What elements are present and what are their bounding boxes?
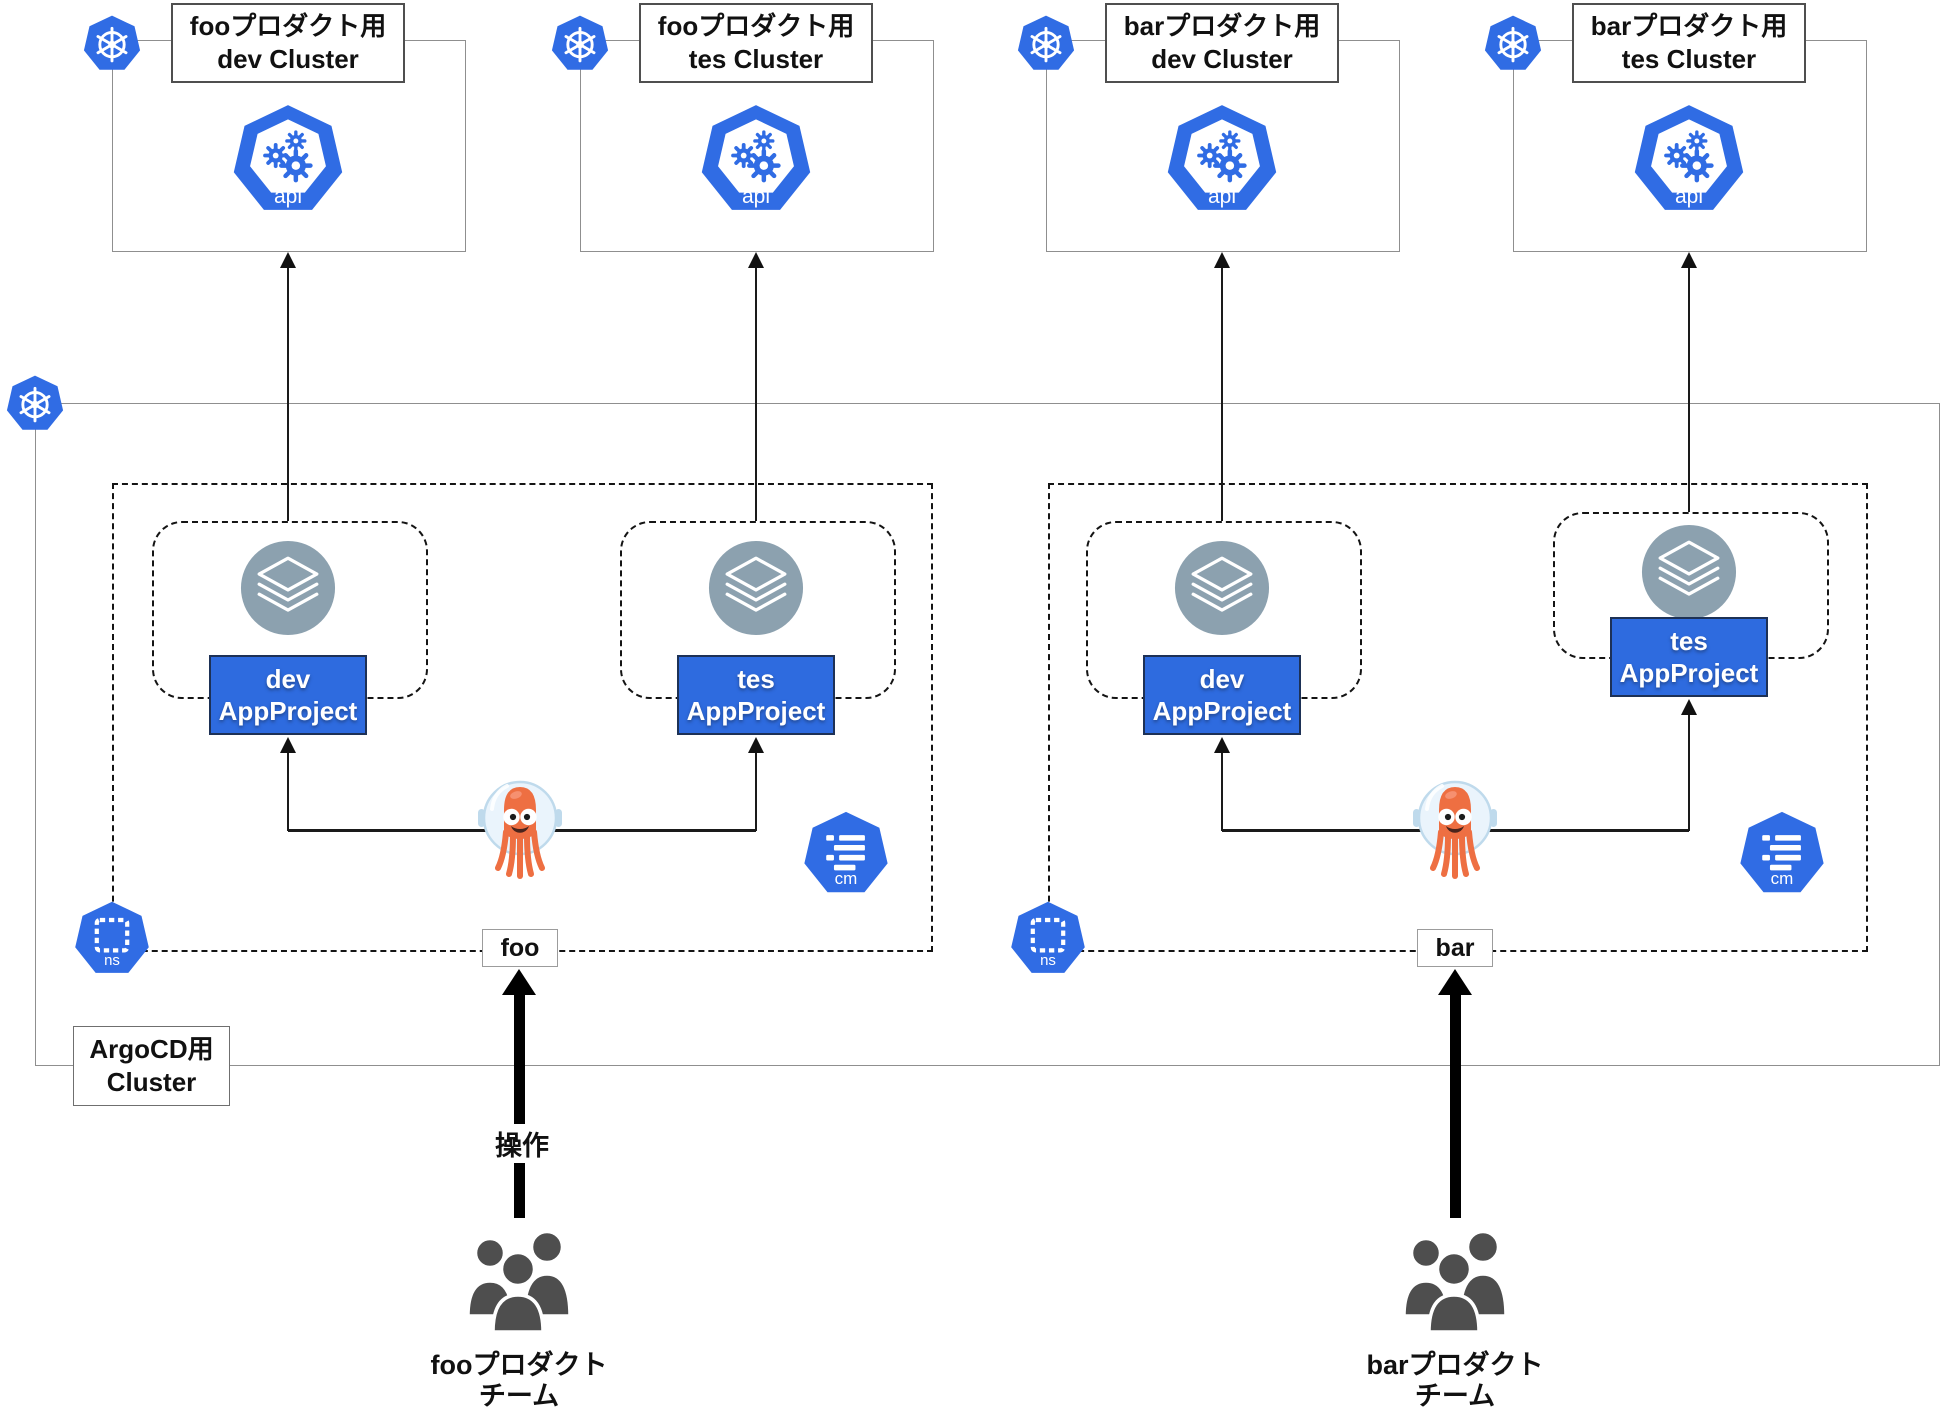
cluster-title-line2: tes Cluster <box>1621 44 1757 74</box>
arrow-line-foo-tes-to-cluster <box>754 266 758 521</box>
appproject-env: dev <box>1199 664 1245 694</box>
appproject-env: tes <box>1670 626 1708 656</box>
cluster-title-foo-dev: fooプロダクト用 dev Cluster <box>171 3 405 83</box>
appproject-kind: AppProject <box>1152 696 1292 726</box>
action-label: 操作 <box>469 1124 575 1163</box>
arrow-line-foo-dev-to-cluster <box>286 266 290 521</box>
team-arrow-line-foo <box>513 993 525 1218</box>
appproject-box-foo-tes: tes AppProject <box>677 655 835 735</box>
appproject-kind: AppProject <box>686 696 826 726</box>
arrow-head-to-foo-tes-appproject <box>748 737 764 753</box>
api-icon-label: api <box>273 185 303 208</box>
cluster-title-line1: fooプロダクト用 <box>189 11 387 41</box>
argocd-cluster-label-line1: ArgoCD用 <box>89 1034 214 1064</box>
appproject-box-bar-dev: dev AppProject <box>1143 655 1301 735</box>
layers-icon <box>1641 524 1737 620</box>
arrow-head-to-bar-tes-appproject <box>1681 699 1697 715</box>
team-label-foo: fooプロダクト チーム <box>369 1350 669 1412</box>
kubernetes-icon <box>1017 15 1075 78</box>
api-icon-label: api <box>1674 185 1704 208</box>
argocd-cluster-label-line2: Cluster <box>106 1067 197 1097</box>
arrow-line-bar-tes-to-cluster <box>1687 266 1691 512</box>
namespace-name-box-foo: foo <box>482 929 558 967</box>
configmap-icon: cm <box>803 811 889 901</box>
team-arrow-line-bar <box>1449 993 1461 1218</box>
cluster-title-foo-tes: fooプロダクト用 tes Cluster <box>639 3 873 83</box>
kubernetes-icon <box>1484 15 1542 78</box>
team-icon <box>464 1220 574 1337</box>
team-label-line1: barプロダクト <box>1366 1350 1544 1380</box>
argocd-octopus-icon <box>472 772 568 887</box>
team-label-line1: fooプロダクト <box>430 1350 608 1380</box>
arrow-head-bar-tes-to-cluster <box>1681 252 1697 268</box>
arrow-head-to-bar-dev-appproject <box>1214 737 1230 753</box>
appproject-box-bar-tes: tes AppProject <box>1610 617 1768 697</box>
namespace-name: bar <box>1435 933 1475 962</box>
namespace-name-box-bar: bar <box>1417 929 1493 967</box>
arrow-line-to-bar-dev-appproject <box>1220 753 1224 831</box>
arrow-line-to-bar-tes-appproject <box>1687 715 1691 831</box>
arrow-head-bar-dev-to-cluster <box>1214 252 1230 268</box>
cluster-title-line1: barプロダクト用 <box>1123 11 1321 41</box>
appproject-kind: AppProject <box>218 696 358 726</box>
team-arrow-head-foo <box>502 969 536 995</box>
team-label-line2: チーム <box>478 1381 560 1411</box>
kubernetes-icon <box>83 15 141 78</box>
cluster-title-bar-tes: barプロダクト用 tes Cluster <box>1572 3 1806 83</box>
appproject-env: dev <box>265 664 311 694</box>
team-label-bar: barプロダクト チーム <box>1305 1350 1605 1412</box>
kube-apiserver-icon: api <box>232 104 344 216</box>
appproject-env: tes <box>737 664 775 694</box>
arrow-head-foo-dev-to-cluster <box>280 252 296 268</box>
configmap-icon: cm <box>1739 811 1825 901</box>
arrow-head-to-foo-dev-appproject <box>280 737 296 753</box>
cluster-title-line2: tes Cluster <box>688 44 824 74</box>
appproject-box-foo-dev: dev AppProject <box>209 655 367 735</box>
cluster-title-line1: barプロダクト用 <box>1590 11 1788 41</box>
cluster-title-line2: dev Cluster <box>1151 44 1293 74</box>
api-icon-label: api <box>741 185 771 208</box>
arrow-head-foo-tes-to-cluster <box>748 252 764 268</box>
cm-icon-label: cm <box>834 869 858 888</box>
team-label-line2: チーム <box>1414 1381 1496 1411</box>
layers-icon <box>708 540 804 636</box>
arrow-line-to-foo-dev-appproject <box>286 753 290 831</box>
ns-icon-label: ns <box>104 952 120 969</box>
namespace-icon: ns <box>1010 901 1086 977</box>
ns-icon-label: ns <box>1040 952 1056 969</box>
appproject-kind: AppProject <box>1619 658 1759 688</box>
kubernetes-icon <box>6 375 64 438</box>
arrow-line-to-foo-tes-appproject <box>754 753 758 831</box>
cm-icon-label: cm <box>1770 869 1794 888</box>
cluster-title-line1: fooプロダクト用 <box>657 11 855 41</box>
argocd-cluster-label: ArgoCD用 Cluster <box>73 1026 230 1106</box>
argocd-octopus-icon <box>1407 772 1503 887</box>
kubernetes-icon <box>551 15 609 78</box>
namespace-icon: ns <box>74 901 150 977</box>
api-icon-label: api <box>1207 185 1237 208</box>
team-icon <box>1400 1220 1510 1337</box>
layers-icon <box>240 540 336 636</box>
kube-apiserver-icon: api <box>1166 104 1278 216</box>
layers-icon <box>1174 540 1270 636</box>
team-arrow-head-bar <box>1438 969 1472 995</box>
cluster-title-line2: dev Cluster <box>217 44 359 74</box>
kube-apiserver-icon: api <box>700 104 812 216</box>
kube-apiserver-icon: api <box>1633 104 1745 216</box>
arrow-line-bar-dev-to-cluster <box>1220 266 1224 521</box>
cluster-title-bar-dev: barプロダクト用 dev Cluster <box>1105 3 1339 83</box>
namespace-name: foo <box>500 933 540 962</box>
